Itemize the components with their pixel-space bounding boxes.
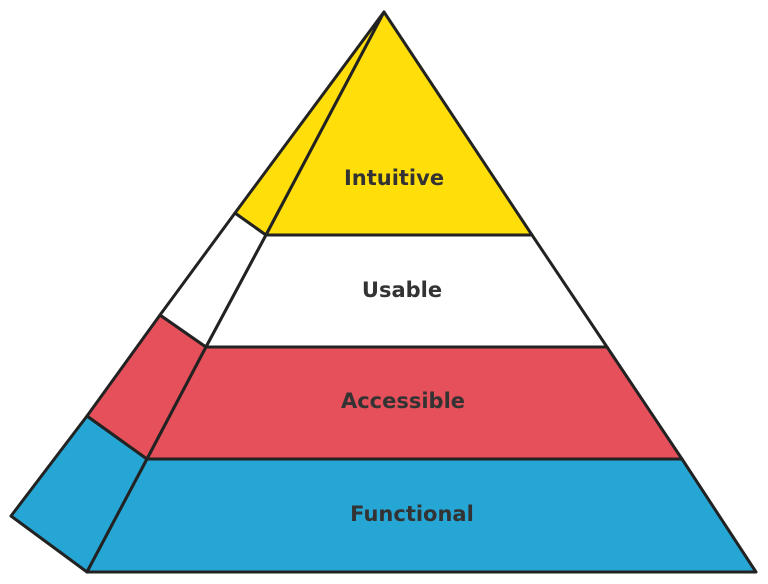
layer-accessible-label: Accessible — [341, 389, 465, 413]
layer-accessible: Accessible — [85, 313, 684, 461]
layer-functional-label: Functional — [350, 502, 474, 526]
layer-intuitive-front-face — [264, 10, 534, 237]
layer-intuitive-label: Intuitive — [344, 166, 444, 190]
layer-usable-label: Usable — [362, 278, 442, 302]
layer-usable: Usable — [158, 211, 609, 349]
layer-functional: Functional — [9, 414, 758, 574]
layer-intuitive: Intuitive — [233, 10, 534, 237]
